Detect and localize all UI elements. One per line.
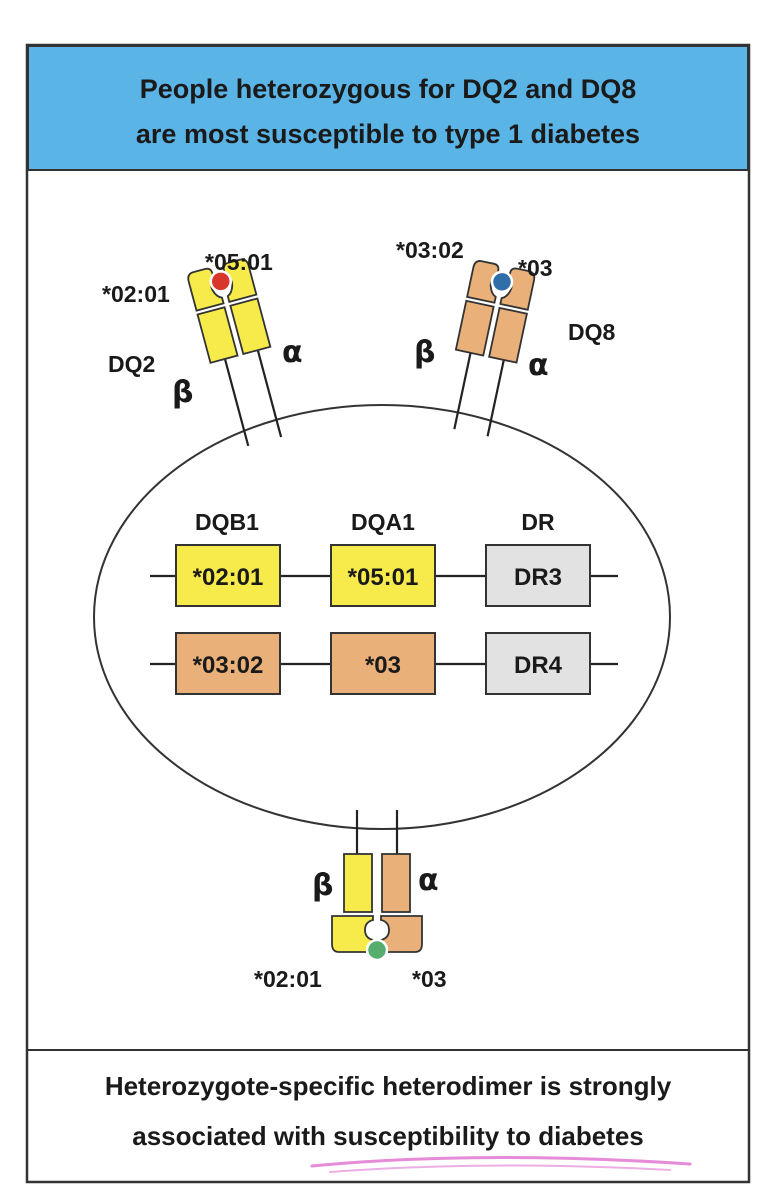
gene-label-dr4: DR4 xyxy=(514,652,563,679)
dq8-label: DQ8 xyxy=(568,319,616,345)
gene-box-dqb1-0302 xyxy=(175,632,281,695)
gene-label-dqa1-0501: *05:01 xyxy=(348,564,419,591)
chromosome-2: *03:02 *03 DR4 xyxy=(150,632,618,695)
cell-membrane xyxy=(93,404,671,830)
hetero-alpha-symbol: α xyxy=(418,863,439,898)
dq2-label: DQ2 xyxy=(108,351,155,377)
dq2-alpha-symbol: α xyxy=(282,335,303,370)
hetero-beta-allele: *02:01 xyxy=(254,966,322,992)
dq2-beta-symbol: β xyxy=(172,375,193,410)
gene-label-dqb1-0302: *03:02 xyxy=(193,652,264,679)
pink-underline xyxy=(310,1155,692,1168)
dq2-peptide-red xyxy=(209,270,232,293)
dq2-molecule xyxy=(187,258,283,447)
gene-box-dqb1-0201 xyxy=(175,544,281,607)
gene-header-dqa1: DQA1 xyxy=(351,509,415,535)
dq2-beta-allele: *02:01 xyxy=(102,281,170,307)
dq8-alpha-symbol: α xyxy=(528,348,549,383)
header-title-line2: are most susceptible to type 1 diabetes xyxy=(136,119,640,149)
gene-box-dqa1-0501 xyxy=(330,544,436,607)
chromosome-1: *02:01 *05:01 DR3 xyxy=(150,544,618,607)
dq8-beta-chain xyxy=(453,260,500,430)
dq2-beta-chain xyxy=(187,267,250,447)
hetero-alpha-allele: *03 xyxy=(412,966,447,992)
dq8-molecule xyxy=(453,260,536,437)
gene-label-dr3: DR3 xyxy=(514,564,562,591)
pink-underline-2 xyxy=(329,1164,671,1173)
header-banner xyxy=(27,45,749,171)
footer-line2: associated with susceptibility to diabet… xyxy=(132,1121,643,1151)
gene-box-dr3 xyxy=(485,544,591,607)
dq2-alpha-chain xyxy=(222,258,283,438)
dq8-peptide-blue xyxy=(490,270,514,294)
gene-box-dr4 xyxy=(485,632,591,695)
footer-line1: Heterozygote-specific heterodimer is str… xyxy=(105,1071,672,1101)
hetero-molecule xyxy=(331,810,423,962)
dq2-alpha-allele: *05:01 xyxy=(205,249,273,275)
hetero-beta-symbol: β xyxy=(312,868,333,903)
gene-label-dqa1-03: *03 xyxy=(365,652,401,679)
hetero-peptide-green xyxy=(365,938,389,962)
dq8-beta-symbol: β xyxy=(414,335,435,370)
header-title-line1: People heterozygous for DQ2 and DQ8 xyxy=(140,74,637,104)
gene-header-dqb1: DQB1 xyxy=(195,509,259,535)
hetero-beta-chain xyxy=(331,853,374,953)
hetero-alpha-chain xyxy=(380,853,423,953)
gene-label-dqb1-0201: *02:01 xyxy=(193,564,264,591)
dq8-beta-allele: *03:02 xyxy=(396,237,464,263)
gene-box-dqa1-03 xyxy=(330,632,436,695)
gene-header-dr: DR xyxy=(521,509,555,535)
dq8-alpha-allele: *03 xyxy=(518,255,553,281)
